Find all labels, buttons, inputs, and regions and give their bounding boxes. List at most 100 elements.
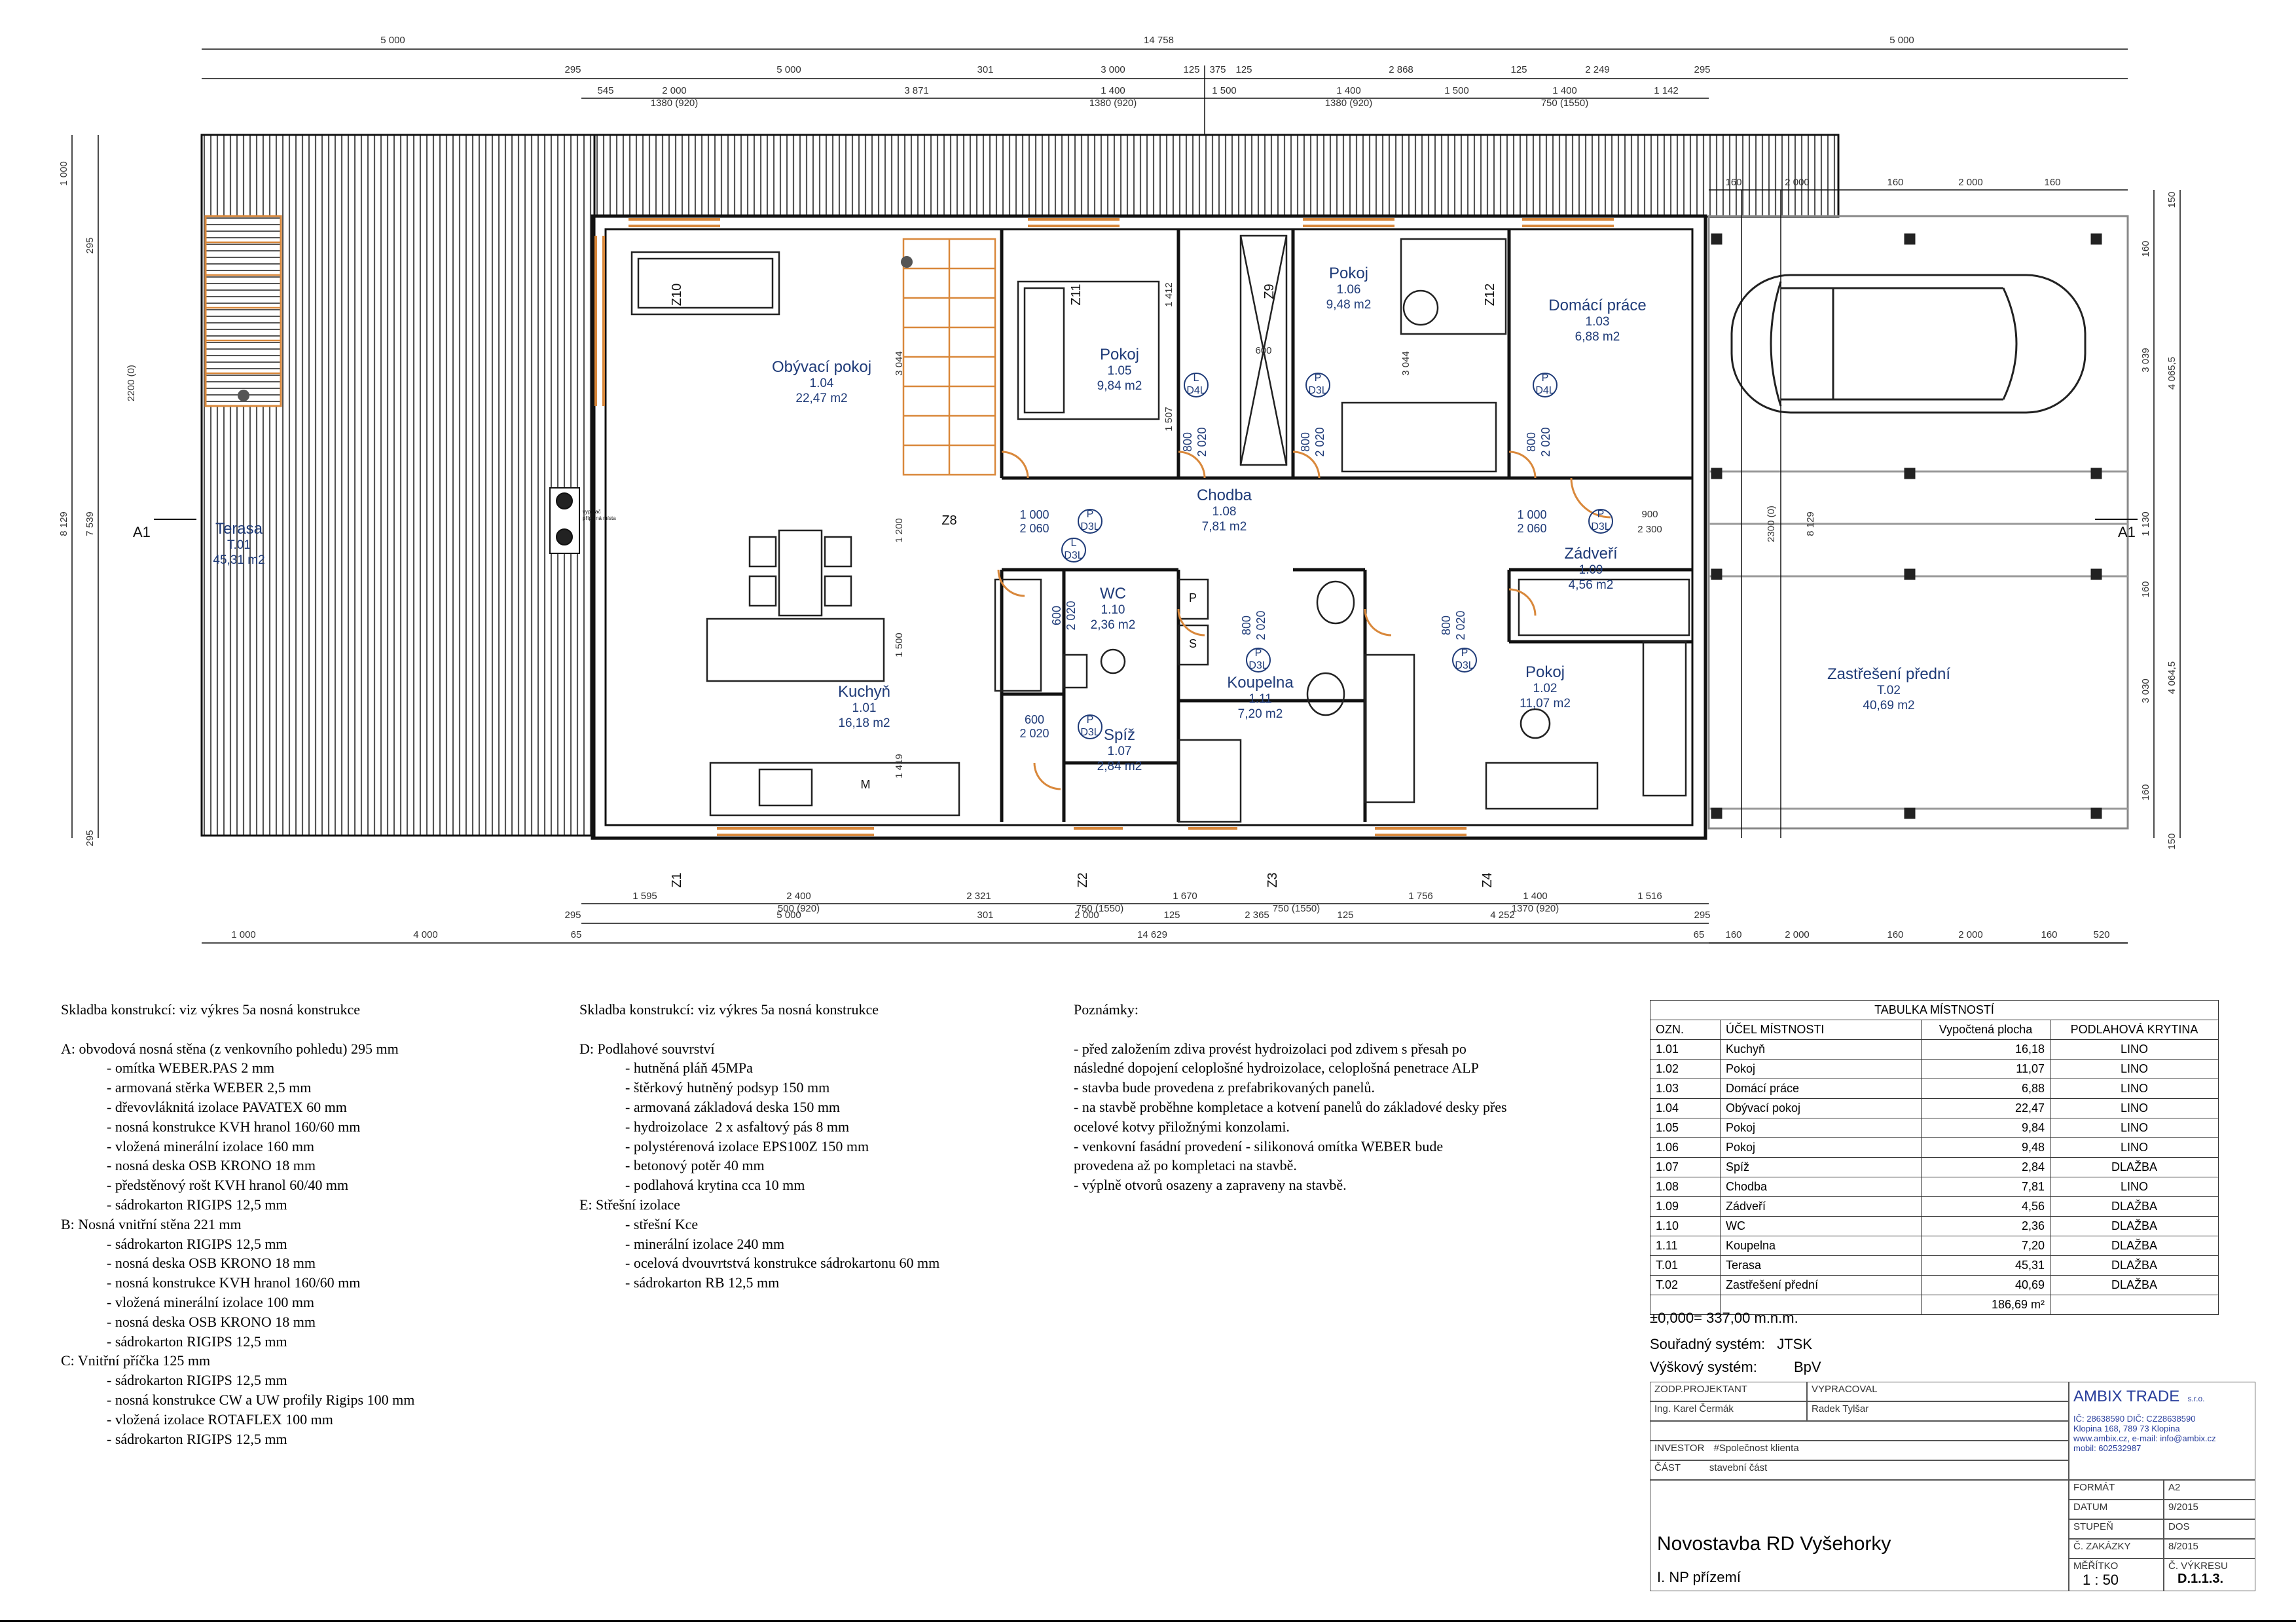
- project-box: Novostavba RD Vyšehorky I. NP přízemí: [1650, 1480, 2069, 1591]
- table-cell: Pokoj: [1720, 1118, 1922, 1138]
- svg-text:2 020: 2 020: [1019, 727, 1049, 740]
- svg-text:A1: A1: [2118, 524, 2136, 540]
- svg-text:600: 600: [1050, 606, 1063, 625]
- svg-text:S: S: [1189, 637, 1197, 650]
- svg-text:295: 295: [84, 830, 96, 846]
- notes-left: Skladba konstrukcí: viz výkres 5a nosná …: [61, 1000, 414, 1449]
- wardrobe-3: [1518, 578, 1690, 637]
- room-label: Obývací pokoj: [772, 358, 871, 376]
- room-label: Pokoj: [1100, 346, 1139, 363]
- notes-header: Skladba konstrukcí: viz výkres 5a nosná …: [579, 1001, 879, 1018]
- project-name: Novostavba RD Vyšehorky: [1657, 1533, 1891, 1555]
- svg-text:301: 301: [977, 910, 993, 921]
- table-cell: 11,07: [1921, 1059, 2050, 1079]
- svg-text:5 000: 5 000: [380, 35, 405, 46]
- svg-text:P: P: [1461, 648, 1468, 659]
- table-cell: T.02: [1650, 1275, 1721, 1295]
- room-number: 1.04: [810, 377, 834, 390]
- svg-text:600: 600: [1025, 713, 1044, 726]
- svg-text:D4L: D4L: [1186, 385, 1205, 396]
- notes-lines: D: Podlahové souvrství- hutněná pláň 45M…: [579, 1039, 939, 1293]
- bottom-border: [0, 1620, 2296, 1622]
- svg-text:65: 65: [1694, 929, 1705, 940]
- remark-line: následné dopojení celoplošné hydroizolac…: [1074, 1060, 1479, 1077]
- room-number: T.02: [1877, 684, 1901, 697]
- table-cell: DLAŽBA: [2050, 1255, 2219, 1276]
- note-line: - štěrkový hutněný podsyp 150 mm: [625, 1079, 830, 1096]
- floor-plan: Terasa T.01 45,31 m2 Obývací pokoj 1.04 …: [58, 35, 2181, 944]
- remark-line: ocelové kotvy přiložnými konzolami.: [1074, 1118, 1290, 1135]
- room-area: 2,84 m2: [1097, 760, 1142, 773]
- svg-text:545: 545: [597, 85, 613, 96]
- table-cell: Pokoj: [1720, 1137, 1922, 1158]
- note-line: - vložená minerální izolace 100 mm: [107, 1293, 315, 1310]
- svg-text:2 321: 2 321: [966, 891, 991, 902]
- room-number: 1.09: [1579, 563, 1603, 577]
- room-label: Zádveří: [1564, 545, 1618, 563]
- svg-text:P: P: [1315, 373, 1322, 384]
- note-line: - nosná deska OSB KRONO 18 mm: [107, 1157, 316, 1174]
- table-cell: Terasa: [1720, 1255, 1922, 1276]
- svg-text:125: 125: [1337, 910, 1353, 921]
- svg-text:2 000: 2 000: [1785, 177, 1810, 188]
- bathtub: [1364, 654, 1415, 803]
- room-area: 2,36 m2: [1091, 618, 1136, 632]
- table-cell: Obývací pokoj: [1720, 1098, 1922, 1118]
- door-swings: [997, 451, 1611, 790]
- table-cell: 1.07: [1650, 1157, 1721, 1177]
- svg-text:Z1: Z1: [670, 872, 684, 887]
- svg-text:M: M: [861, 778, 871, 791]
- col-header: OZN.: [1650, 1020, 1721, 1040]
- note-line: - podlahová krytina cca 10 mm: [625, 1177, 805, 1194]
- svg-text:8 129: 8 129: [58, 511, 69, 536]
- table-cell: 1.09: [1650, 1196, 1721, 1217]
- svg-text:D3L: D3L: [1080, 727, 1099, 738]
- svg-text:2 365: 2 365: [1245, 910, 1269, 921]
- svg-text:8 129: 8 129: [1805, 511, 1816, 536]
- svg-text:800: 800: [1299, 432, 1312, 452]
- table-cell: Koupelna: [1720, 1236, 1922, 1256]
- svg-text:2 020: 2 020: [1195, 427, 1209, 456]
- table-cell: 22,47: [1921, 1098, 2050, 1118]
- svg-text:1 756: 1 756: [1408, 891, 1433, 902]
- note-line: - polystérenová izolace EPS100Z 150 mm: [625, 1137, 869, 1154]
- room-area: 45,31 m2: [213, 553, 264, 567]
- entrance-deck-left: [204, 215, 282, 407]
- remark-line: - výplně otvorů osazeny a zapraveny na s…: [1074, 1177, 1347, 1194]
- zodp-label: ZODP.PROJEKTANT: [1650, 1382, 1807, 1401]
- note-line: - sádrokarton RIGIPS 12,5 mm: [107, 1372, 287, 1389]
- svg-text:160: 160: [1887, 177, 1903, 188]
- room-area: 7,20 m2: [1238, 707, 1283, 721]
- svg-text:1 419: 1 419: [894, 754, 905, 779]
- note-line: - betonový potěr 40 mm: [625, 1157, 765, 1174]
- remarks-lines: - před založením zdiva provést hydroizol…: [1074, 1039, 1507, 1195]
- note-line: - armovaná stěrka WEBER 2,5 mm: [107, 1079, 312, 1096]
- svg-text:2 020: 2 020: [1539, 427, 1552, 456]
- room-number: 1.10: [1101, 603, 1125, 617]
- svg-text:750 (1550): 750 (1550): [1076, 903, 1124, 914]
- svg-text:295: 295: [1694, 64, 1710, 75]
- table-total: 186,69 m²: [1921, 1295, 2050, 1315]
- table-cell: 1.03: [1650, 1079, 1721, 1099]
- cast: ČÁST stavební část: [1650, 1460, 2069, 1480]
- room-area: 22,47 m2: [795, 392, 847, 405]
- zodp-value: Ing. Karel Čermák: [1650, 1401, 1807, 1421]
- table-cell: DLAŽBA: [2050, 1236, 2219, 1256]
- svg-text:160: 160: [2140, 240, 2151, 257]
- exterior-walls: [591, 214, 1707, 840]
- table-cell: Zastřešení přední: [1720, 1275, 1922, 1295]
- svg-text:D3L: D3L: [1455, 660, 1474, 671]
- svg-text:800: 800: [1181, 432, 1194, 452]
- title-block: ZODP.PROJEKTANT VYPRACOVAL Ing. Karel Če…: [1650, 1382, 2255, 1591]
- dimension-text: 5 000 14 758 5 000 295 5 000 301 3 000 1…: [58, 35, 2178, 940]
- svg-text:7 539: 7 539: [84, 511, 96, 536]
- svg-text:2 020: 2 020: [1454, 610, 1467, 640]
- svg-text:800: 800: [1440, 616, 1453, 635]
